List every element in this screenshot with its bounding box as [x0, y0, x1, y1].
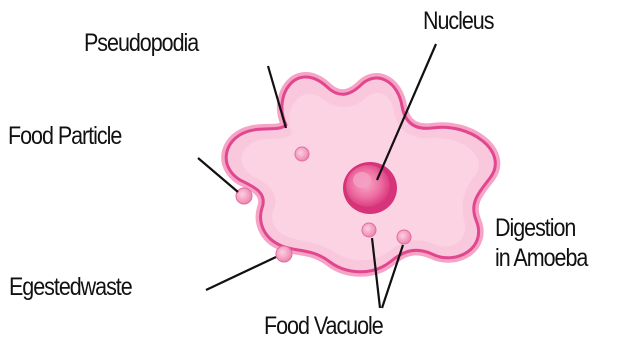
caption-line-2: in Amoeba: [495, 244, 587, 274]
food-vacuole-label: Food Vacuole: [264, 314, 383, 339]
egested-waste: [276, 246, 292, 262]
vacuole-upper-left: [295, 147, 309, 161]
nucleus-body: [346, 165, 390, 207]
food-vacuole-1: [362, 223, 376, 237]
food-particle-label: Food Particle: [8, 124, 121, 149]
nucleolus: [353, 172, 371, 188]
egested-waste-leader: [206, 257, 276, 290]
pseudopodia-label: Pseudopodia: [84, 31, 198, 56]
nucleus: [343, 162, 397, 214]
food-particle: [236, 188, 252, 204]
food-vacuole-2: [397, 230, 411, 244]
caption-line-1: Digestion: [495, 214, 587, 244]
diagram-caption: Digestion in Amoeba: [495, 214, 587, 273]
egested-waste-label: Egestedwaste: [9, 275, 132, 300]
nucleus-label: Nucleus: [423, 9, 493, 34]
